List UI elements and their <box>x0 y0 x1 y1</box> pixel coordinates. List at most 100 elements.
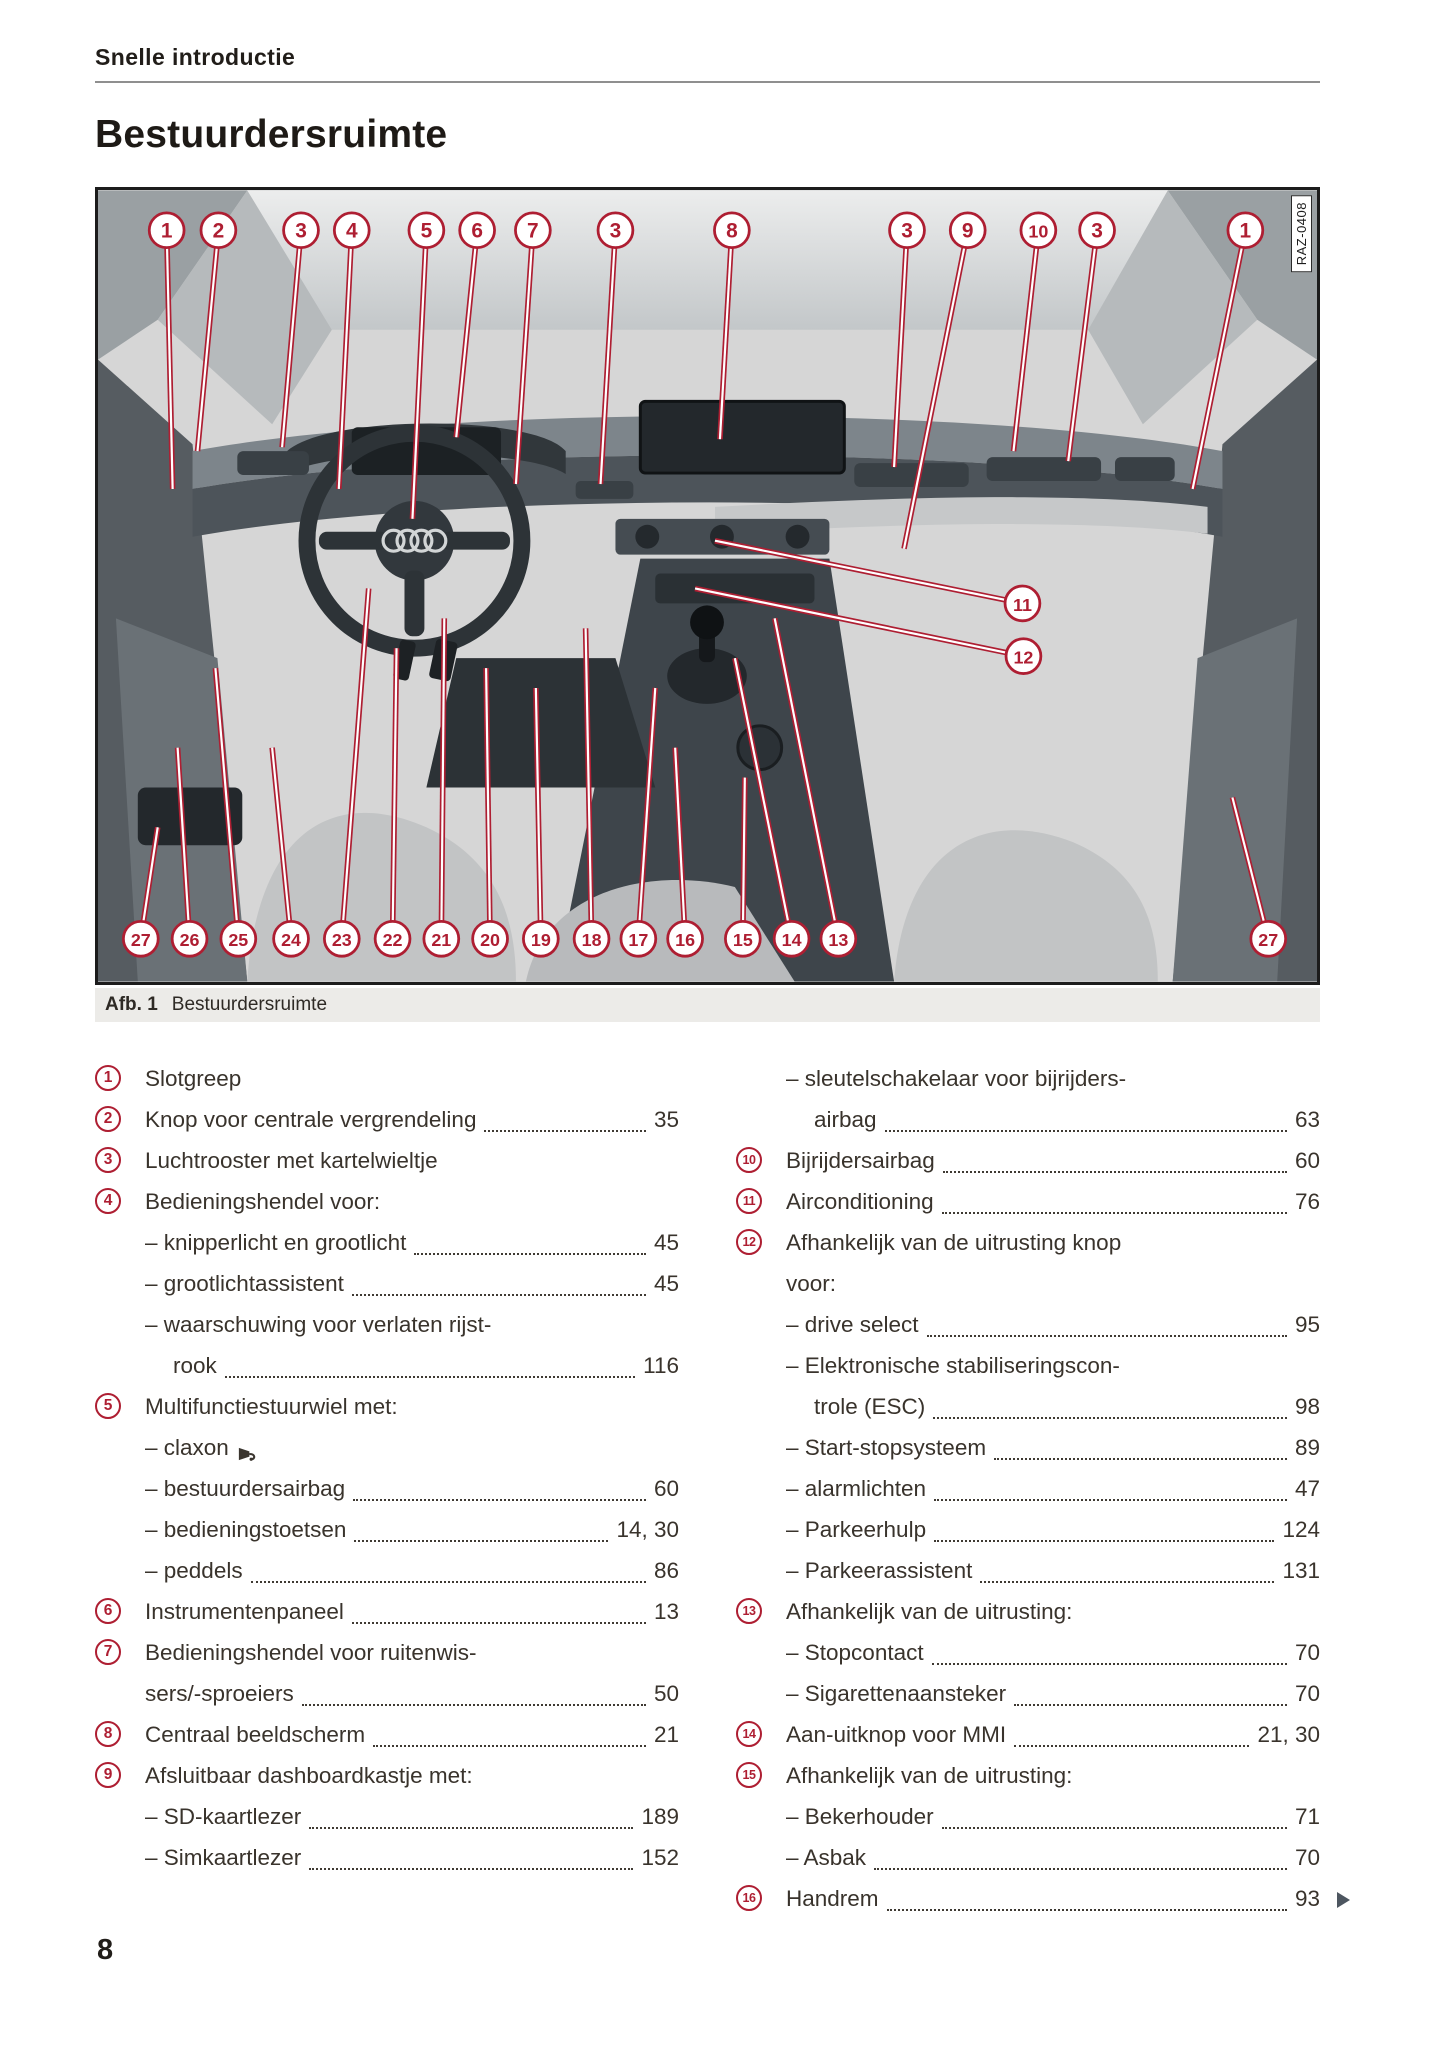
legend-number-cell <box>736 1058 786 1140</box>
dotted-leader <box>373 1745 646 1747</box>
legend-number-badge: 2 <box>95 1106 121 1132</box>
page-ref: 71 <box>1294 1804 1320 1829</box>
figure-reference-code: RAZ-0408 <box>1291 195 1312 273</box>
svg-text:2: 2 <box>213 220 225 243</box>
legend-label: trole (ESC) <box>814 1394 926 1419</box>
page-ref: 70 <box>1294 1845 1320 1870</box>
legend-number-badge: 14 <box>736 1721 762 1747</box>
dotted-leader <box>354 1540 609 1542</box>
dotted-leader <box>980 1581 1275 1583</box>
legend-label: Afhankelijk van de uitrusting knop <box>786 1230 1122 1255</box>
page-ref: 189 <box>641 1804 679 1829</box>
legend-number-cell <box>95 1550 145 1591</box>
callout-12: 12 <box>694 585 1043 675</box>
legend-number-badge: 4 <box>95 1188 121 1214</box>
callout-21: 21 <box>422 618 461 958</box>
legend-number-cell <box>736 1304 786 1345</box>
svg-text:20: 20 <box>480 930 500 950</box>
callout-4: 4 <box>332 211 371 490</box>
svg-text:5: 5 <box>421 220 433 243</box>
legend-number-badge: 8 <box>95 1721 121 1747</box>
svg-text:3: 3 <box>1091 220 1103 243</box>
dotted-leader <box>934 1499 1287 1501</box>
page-number: 8 <box>97 1934 114 1966</box>
dotted-leader <box>301 1704 646 1706</box>
page-ref: 63 <box>1294 1107 1320 1132</box>
legend-number-cell <box>95 1304 145 1386</box>
legend-label: Luchtrooster met kartelwieltje <box>145 1148 438 1173</box>
svg-text:15: 15 <box>733 930 753 950</box>
page-ref: 131 <box>1282 1558 1320 1583</box>
svg-text:12: 12 <box>1013 648 1033 668</box>
dotted-leader <box>933 1417 1287 1419</box>
svg-text:13: 13 <box>828 930 848 950</box>
page-ref: 116 <box>643 1353 679 1378</box>
callout-1: 1 <box>147 211 186 490</box>
page-ref: 98 <box>1294 1394 1320 1419</box>
legend-number-cell: 16 <box>736 1878 786 1919</box>
legend-number-badge: 1 <box>95 1065 121 1091</box>
legend-number-cell <box>95 1796 145 1837</box>
svg-text:11: 11 <box>1013 595 1032 615</box>
dotted-leader <box>224 1376 636 1378</box>
callout-7: 7 <box>513 211 552 485</box>
legend-number-cell: 1 <box>95 1058 145 1099</box>
legend-number-badge: 16 <box>736 1885 762 1911</box>
legend-number-cell: 14 <box>736 1714 786 1755</box>
legend-number-cell: 15 <box>736 1755 786 1796</box>
legend-number-cell <box>736 1427 786 1468</box>
legend-number-cell: 13 <box>736 1591 786 1632</box>
svg-text:3: 3 <box>610 220 622 243</box>
dotted-leader <box>934 1540 1275 1542</box>
legend-number-cell <box>95 1263 145 1304</box>
dotted-leader <box>309 1827 634 1829</box>
callout-26: 26 <box>170 747 209 958</box>
legend-number-badge: 12 <box>736 1229 762 1255</box>
legend-number-badge: 9 <box>95 1762 121 1788</box>
page-ref: 14, 30 <box>616 1517 679 1542</box>
legend-subitem: – claxon <box>95 1427 679 1468</box>
legend-number-cell: 12 <box>736 1222 786 1304</box>
page-content: Snelle introductie Bestuurdersruimte <box>95 0 1350 1919</box>
legend-number-cell <box>95 1837 145 1878</box>
legend-number-cell <box>736 1632 786 1673</box>
dotted-leader <box>351 1294 646 1296</box>
callout-6: 6 <box>453 211 496 438</box>
svg-text:4: 4 <box>346 220 358 243</box>
caption-label: Afb. 1 <box>105 994 158 1015</box>
legend-number-cell: 3 <box>95 1140 145 1181</box>
callout-10: 10 <box>1010 211 1058 452</box>
legend-label: – Elektronische stabiliseringscon- <box>786 1353 1120 1378</box>
horn-icon <box>237 1447 260 1461</box>
callout-20: 20 <box>471 668 509 958</box>
svg-text:23: 23 <box>332 930 352 950</box>
legend-label: Afhankelijk van de uitrusting: <box>786 1763 1073 1788</box>
legend-label: Airconditioning <box>786 1189 934 1214</box>
page-ref: 70 <box>1294 1681 1320 1706</box>
section-header: Snelle introductie <box>95 44 296 70</box>
dotted-leader <box>309 1868 634 1870</box>
legend-label: Instrumentenpaneel <box>145 1599 344 1624</box>
dotted-leader <box>941 1827 1287 1829</box>
dotted-leader <box>250 1581 646 1583</box>
legend-number-cell <box>736 1796 786 1837</box>
svg-text:1: 1 <box>1240 220 1252 243</box>
page-ref: 47 <box>1294 1476 1320 1501</box>
page-ref: 70 <box>1294 1640 1320 1665</box>
legend-number-cell: 5 <box>95 1386 145 1427</box>
